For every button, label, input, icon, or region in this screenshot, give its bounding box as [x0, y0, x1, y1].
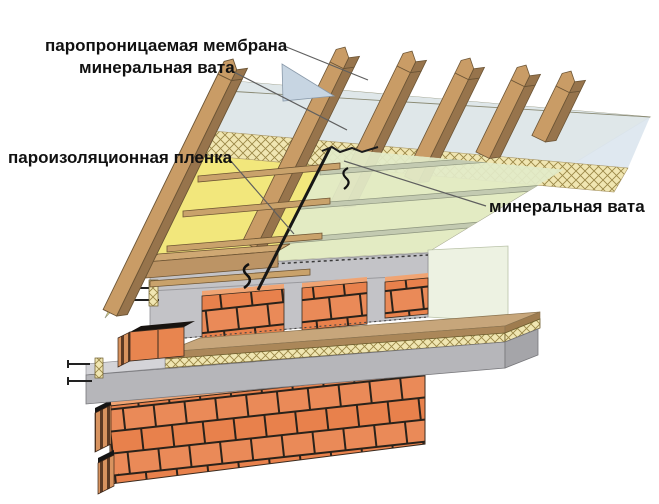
label-vapor-barrier-film: пароизоляционная пленка — [8, 148, 233, 167]
label-mineral-wool-top: минеральная вата — [79, 58, 235, 77]
film-edge-black-line — [256, 147, 332, 291]
hollow-block-on-deck — [117, 321, 195, 368]
wall-assembly — [67, 243, 541, 495]
gable-cut-panel — [427, 245, 509, 323]
leader-line-wool-top — [229, 69, 348, 131]
leader-line-membrane — [283, 45, 369, 81]
rafter — [475, 64, 542, 160]
leader-line-film — [229, 159, 295, 235]
floor-insulation-end — [504, 318, 541, 343]
hollow-block-cut — [94, 400, 115, 495]
rafter — [404, 57, 486, 184]
membrane-fold — [281, 63, 336, 102]
brick-patch — [201, 284, 285, 342]
label-vapor-permeable-membrane: паропроницаемая мембрана — [45, 36, 288, 55]
wall-bottom-dotted-line — [149, 316, 429, 342]
rafter — [531, 70, 587, 143]
rebar-cage-hatch — [148, 279, 159, 307]
film-overlap-hook — [342, 167, 350, 190]
film-overlap-hook — [242, 262, 252, 290]
leader-line-wool-right — [343, 160, 487, 207]
brick-patch — [384, 273, 429, 319]
ring-beam-line — [149, 274, 429, 292]
mortar-dotted-line — [149, 254, 429, 272]
roof-foreground — [102, 58, 379, 317]
brick-patch — [301, 277, 368, 331]
label-mineral-wool-right: минеральная вата — [489, 197, 645, 216]
rebar — [67, 360, 92, 385]
slab-end — [504, 328, 539, 369]
rebar — [129, 284, 159, 304]
rebar-cage-hatch — [94, 357, 104, 379]
annotations: паропроницаемая мембрана минеральная ват… — [8, 36, 645, 235]
film-edge-teeth — [321, 145, 379, 154]
